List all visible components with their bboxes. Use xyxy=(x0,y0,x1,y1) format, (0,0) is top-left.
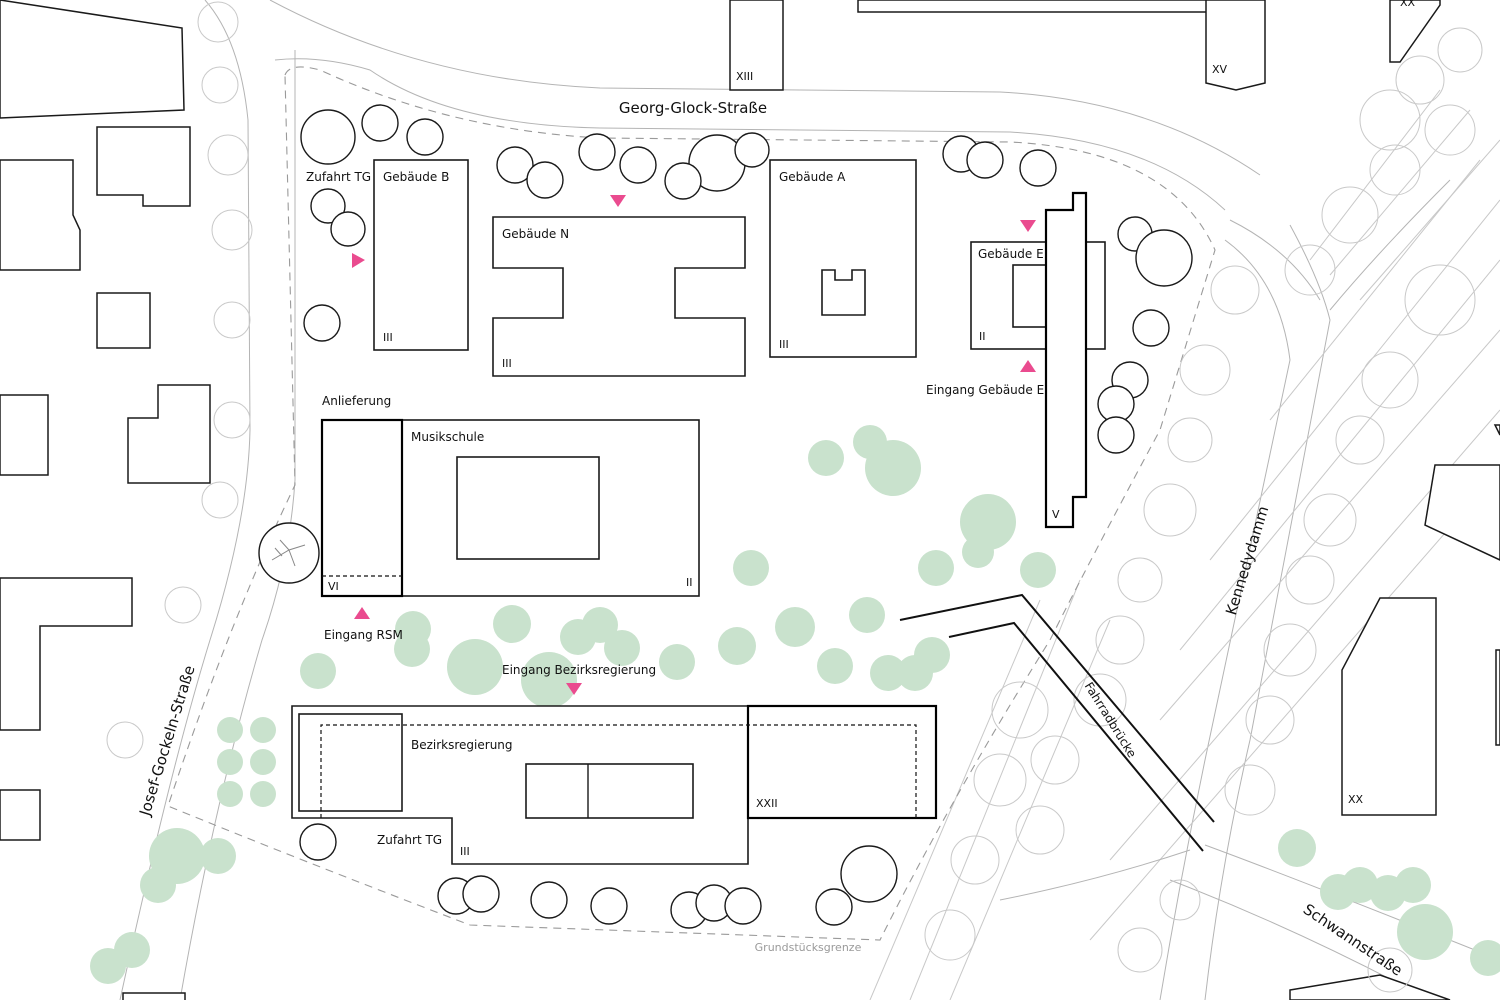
gebaeude-b xyxy=(373,159,469,351)
gebaeude-b-label: Gebäude B xyxy=(383,170,449,184)
neighbor-floors-label: XX xyxy=(1400,0,1416,9)
neighbor-floors-label: XIII xyxy=(736,70,753,83)
eingang-bezirksregierung-label: Eingang Bezirksregierung xyxy=(502,663,656,677)
anlieferung-label: Anlieferung xyxy=(322,394,391,408)
musikschule-label: Musikschule xyxy=(411,430,484,444)
existing-trees xyxy=(90,425,1500,984)
entrance-marker-icon xyxy=(1020,360,1036,372)
bezirksregierung-tower xyxy=(746,704,938,820)
bezirksregierung-tower-floors: XXII xyxy=(756,797,778,810)
neighbor-floors-label: XV xyxy=(1212,63,1228,76)
musikschule-floors: II xyxy=(686,576,693,589)
musikschule-annex-floors: VI xyxy=(328,580,339,593)
gebaeude-a xyxy=(769,159,917,358)
fahrradbruecke-bridge xyxy=(899,593,1215,852)
fahrradbruecke-label: Fahrradbrücke xyxy=(1082,680,1139,760)
entrance-marker-icon xyxy=(1020,220,1036,232)
entrance-marker-icon xyxy=(610,195,626,207)
grundstuecksgrenze-label: Grundstücksgrenze xyxy=(755,941,862,954)
bezirksregierung-floors: III xyxy=(460,845,470,858)
gebaeude-a-floors: III xyxy=(779,338,789,351)
gebaeude-e-tower xyxy=(1044,191,1088,529)
gebaeude-e-floors: II xyxy=(979,330,986,343)
gebaeude-e-tower-floors: V xyxy=(1052,508,1060,521)
eingang-rsm-label: Eingang RSM xyxy=(324,628,403,642)
entrance-marker-icon xyxy=(566,683,582,695)
gebaeude-e-label: Gebäude E xyxy=(978,247,1044,261)
planned-trees xyxy=(258,104,1193,929)
street-trees-outline xyxy=(106,1,1483,993)
eingang-gebaeude-e-label: Eingang Gebäude E xyxy=(926,383,1044,397)
zufahrt-tg-label: Zufahrt TG xyxy=(306,170,371,184)
gebaeude-n xyxy=(492,216,746,377)
gebaeude-n-floors: III xyxy=(502,357,512,370)
gebaeude-a-label: Gebäude A xyxy=(779,170,846,184)
entrance-markers xyxy=(352,195,1036,695)
bezirksregierung-label: Bezirksregierung xyxy=(411,738,513,752)
neighbor-floors-label: XX xyxy=(1348,793,1364,806)
gebaeude-b-floors: III xyxy=(383,331,393,344)
protected-tree-icon xyxy=(258,522,320,584)
street-label-schwannstrasse: Schwannstraße xyxy=(1300,900,1406,980)
entrance-marker-icon xyxy=(352,253,365,268)
gebaeude-n-label: Gebäude N xyxy=(502,227,569,241)
musikschule-annex xyxy=(320,418,404,598)
street-label-georg-glock: Georg-Glock-Straße xyxy=(619,99,767,117)
entrance-marker-icon xyxy=(354,607,370,619)
zufahrt-tg-label: Zufahrt TG xyxy=(377,833,442,847)
